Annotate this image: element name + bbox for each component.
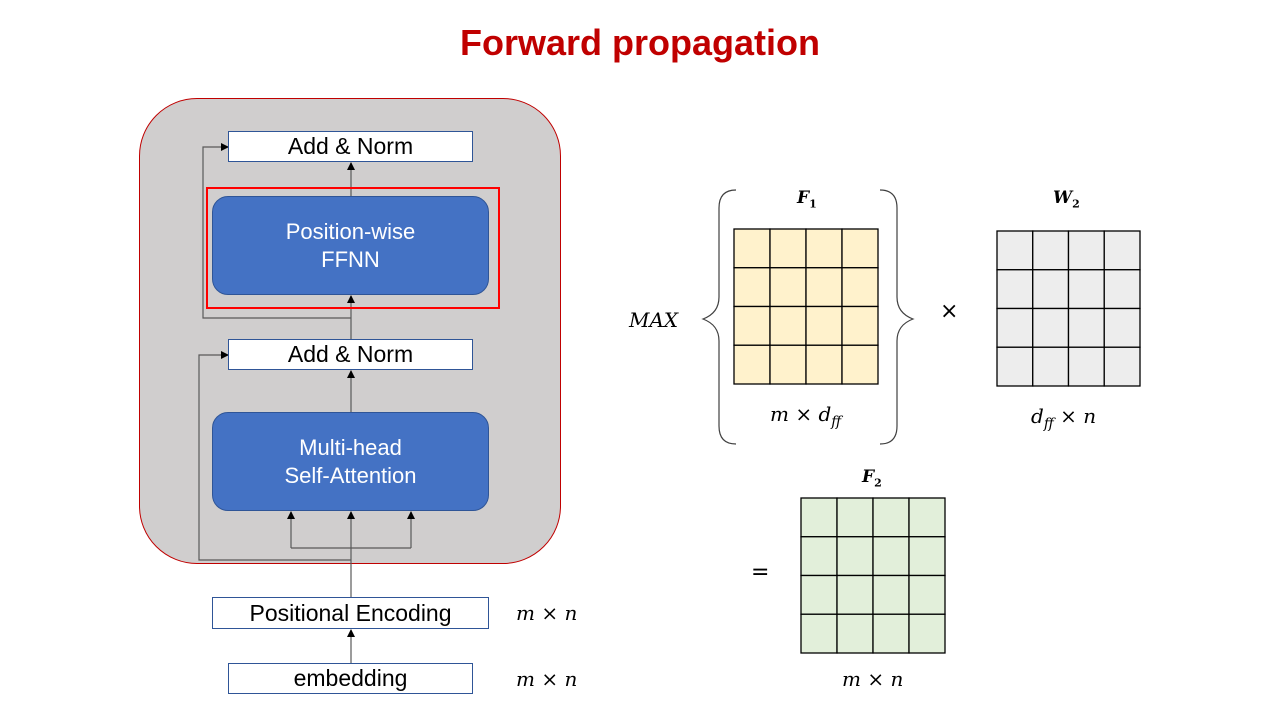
right-brace bbox=[879, 189, 915, 445]
w2-label: W2 bbox=[1053, 188, 1080, 210]
add-norm-top: Add & Norm bbox=[228, 131, 473, 162]
matrix-cell bbox=[1103, 307, 1141, 348]
matrix-cell bbox=[733, 344, 771, 385]
ffnn-label-line2: FFNN bbox=[321, 246, 380, 272]
attention-label-line2: Self-Attention bbox=[284, 462, 417, 488]
left-brace bbox=[701, 189, 737, 445]
matrix-cell bbox=[872, 497, 910, 538]
residual-top bbox=[202, 143, 351, 319]
matrix-cell bbox=[805, 344, 843, 385]
matrix-cell bbox=[1067, 230, 1105, 271]
w2-dimension: dff × n bbox=[1031, 404, 1096, 432]
residual-bottom bbox=[198, 351, 351, 561]
positional-encoding-box: Positional Encoding bbox=[212, 597, 489, 629]
matrix-cell bbox=[836, 497, 874, 538]
matrix-cell bbox=[733, 267, 771, 308]
matrix-cell bbox=[1032, 269, 1070, 310]
w2-dimension-tail: × n bbox=[1053, 404, 1097, 428]
max-label: MAX bbox=[629, 308, 679, 332]
matrix-cell bbox=[1032, 346, 1070, 387]
matrix-cell bbox=[805, 305, 843, 346]
matrix-cell bbox=[872, 574, 910, 615]
f1-label-name: F bbox=[797, 188, 810, 208]
matrix-cell bbox=[908, 574, 946, 615]
matrix-cell bbox=[908, 536, 946, 577]
multiply-sign: × bbox=[940, 299, 959, 324]
w2-dimension-sub: ff bbox=[1043, 416, 1054, 432]
matrix-cell bbox=[996, 346, 1034, 387]
matrix-cell bbox=[1103, 346, 1141, 387]
embedding-box: embedding bbox=[228, 663, 473, 694]
matrix-cell bbox=[769, 228, 807, 269]
matrix-cell bbox=[800, 536, 838, 577]
equals-sign: = bbox=[751, 560, 770, 585]
matrix-cell bbox=[1067, 307, 1105, 348]
matrix-cell bbox=[733, 228, 771, 269]
matrix-cell bbox=[908, 497, 946, 538]
f1-label-sub: 1 bbox=[809, 197, 817, 211]
f2-label-name: F bbox=[862, 467, 875, 487]
page-title: Forward propagation bbox=[460, 22, 820, 63]
ffnn-block: Position-wise FFNN bbox=[212, 196, 489, 295]
matrix-cell bbox=[805, 228, 843, 269]
w2-label-sub: 2 bbox=[1072, 197, 1080, 211]
matrix-cell bbox=[836, 613, 874, 654]
matrix-cell bbox=[841, 267, 879, 308]
f1-dimension-main: m × d bbox=[770, 402, 832, 426]
w2-dimension-main: d bbox=[1031, 404, 1044, 428]
matrix-cell bbox=[769, 344, 807, 385]
f1-dimension-sub: ff bbox=[831, 414, 842, 430]
f2-label: F2 bbox=[862, 467, 882, 489]
matrix-cell bbox=[872, 536, 910, 577]
matrix-cell bbox=[733, 305, 771, 346]
matrix-cell bbox=[1103, 269, 1141, 310]
matrix-cell bbox=[805, 267, 843, 308]
matrix-cell bbox=[841, 305, 879, 346]
f1-dimension: m × dff bbox=[770, 402, 841, 430]
matrix-cell bbox=[1032, 230, 1070, 271]
ffnn-highlight bbox=[206, 187, 500, 309]
matrix-cell bbox=[800, 497, 838, 538]
matrix-cell bbox=[769, 305, 807, 346]
matrix-cell bbox=[908, 613, 946, 654]
f2-dimension: m × n bbox=[842, 667, 904, 691]
attention-block: Multi-head Self-Attention bbox=[212, 412, 489, 511]
add-norm-bottom: Add & Norm bbox=[228, 339, 473, 370]
matrix-cell bbox=[841, 344, 879, 385]
matrix-cell bbox=[1067, 346, 1105, 387]
matrix-cell bbox=[996, 269, 1034, 310]
w2-label-name: W bbox=[1053, 188, 1073, 208]
pe-dimension: m × n bbox=[516, 601, 578, 625]
matrix-cell bbox=[841, 228, 879, 269]
f1-label: F1 bbox=[797, 188, 817, 210]
matrix-cell bbox=[1103, 230, 1141, 271]
matrix-cell bbox=[1067, 269, 1105, 310]
f1-matrix bbox=[733, 228, 879, 385]
matrix-cell bbox=[769, 267, 807, 308]
embedding-dimension: m × n bbox=[516, 667, 578, 691]
matrix-cell bbox=[1032, 307, 1070, 348]
w2-matrix bbox=[996, 230, 1141, 387]
matrix-cell bbox=[836, 574, 874, 615]
matrix-cell bbox=[800, 574, 838, 615]
f2-matrix bbox=[800, 497, 946, 654]
matrix-cell bbox=[836, 536, 874, 577]
matrix-cell bbox=[996, 230, 1034, 271]
ffnn-label-line1: Position-wise bbox=[285, 218, 416, 244]
matrix-cell bbox=[996, 307, 1034, 348]
attention-label-line1: Multi-head bbox=[299, 434, 402, 460]
f2-label-sub: 2 bbox=[874, 476, 882, 490]
matrix-cell bbox=[872, 613, 910, 654]
matrix-cell bbox=[800, 613, 838, 654]
